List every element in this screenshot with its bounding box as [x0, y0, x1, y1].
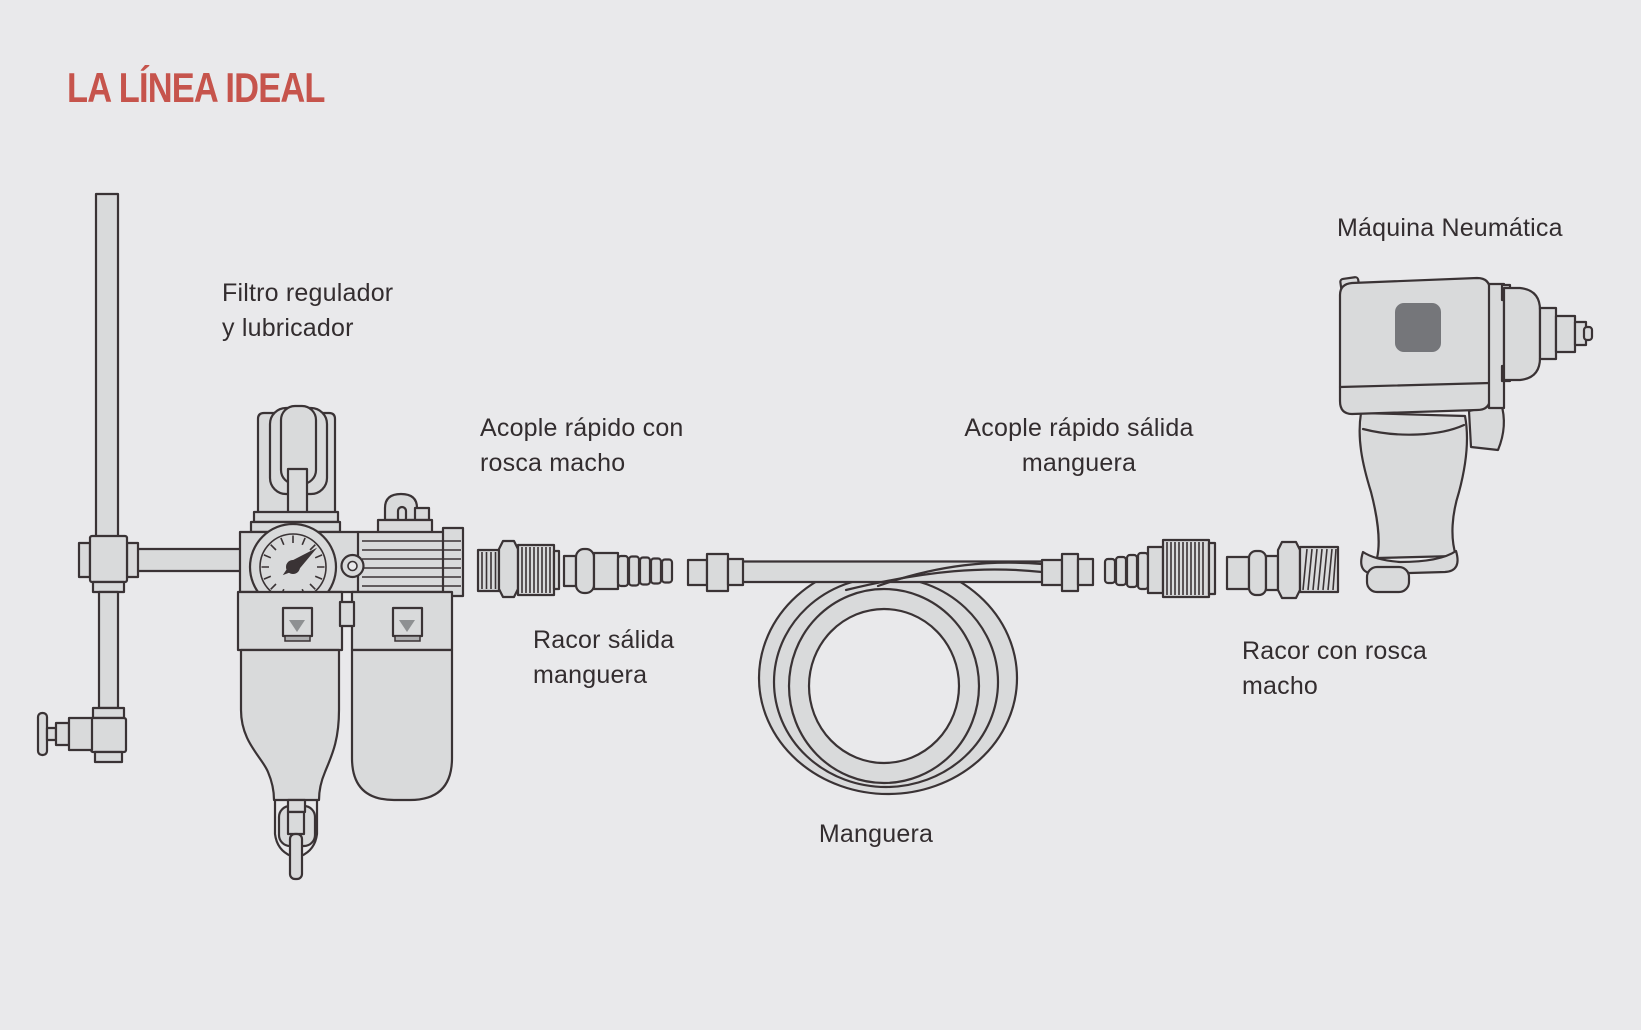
- label-line: y lubricador: [222, 314, 354, 342]
- bowl-clamp: [391, 606, 424, 642]
- label-pneumatic-machine: Máquina Neumática: [1337, 211, 1563, 246]
- label-line: Manguera: [818, 820, 934, 848]
- male-thread-fitting-illustration: [1225, 540, 1340, 600]
- hose-end-fitting: [686, 552, 745, 593]
- label-line: macho: [1242, 672, 1319, 700]
- label-line: Máquina Neumática: [1337, 214, 1563, 242]
- machine-panel: [1395, 303, 1441, 352]
- machine-grip: [1358, 411, 1469, 560]
- label-line: Acople rápido sálida: [964, 414, 1194, 442]
- label-hose-outlet-fitting: Racor sálida manguera: [533, 623, 674, 693]
- hose-end-fitting: [1040, 552, 1095, 593]
- label-line: Racor sálida: [533, 626, 675, 654]
- hose-illustration: [686, 552, 1095, 796]
- label-filter-regulator: Filtro regulador y lubricador: [222, 276, 393, 346]
- hammer-case: [1502, 286, 1542, 382]
- hose-outlet-quick-coupling-illustration: [1103, 538, 1217, 599]
- supply-pipe-illustration: [77, 192, 244, 764]
- label-quick-coupling-hose-outlet: Acople rápido sálida manguera: [964, 411, 1193, 481]
- label-quick-coupling-male-thread: Acople rápido con rosca macho: [480, 411, 684, 481]
- label-male-thread-fitting: Racor con rosca macho: [1242, 634, 1427, 704]
- filter-drain: [273, 798, 319, 881]
- label-line: manguera: [533, 661, 648, 689]
- label-line: Acople rápido con: [480, 414, 684, 442]
- label-hose: Manguera: [819, 817, 933, 852]
- regulator-knob: [249, 404, 342, 534]
- shutoff-valve-illustration: [36, 711, 94, 757]
- label-line: Racor con rosca: [1242, 637, 1428, 665]
- filter-bowl: [239, 648, 341, 802]
- filter-regulator-lubricator-illustration: [236, 404, 465, 881]
- male-thread-coupling-illustration: [476, 539, 561, 599]
- bowl-clamp: [281, 606, 314, 642]
- air-inlet-boss: [1365, 565, 1411, 594]
- lubricator-sight-dome: [376, 492, 434, 535]
- label-line: manguera: [1021, 449, 1137, 477]
- hose-outlet-fitting-illustration: [562, 547, 674, 595]
- lubricator-bowl: [350, 648, 454, 802]
- label-line: rosca macho: [480, 449, 626, 477]
- page-title: LA LÍNEA IDEAL: [67, 64, 325, 111]
- label-line: Filtro regulador: [222, 279, 394, 307]
- pneumatic-machine-illustration: [1338, 276, 1594, 594]
